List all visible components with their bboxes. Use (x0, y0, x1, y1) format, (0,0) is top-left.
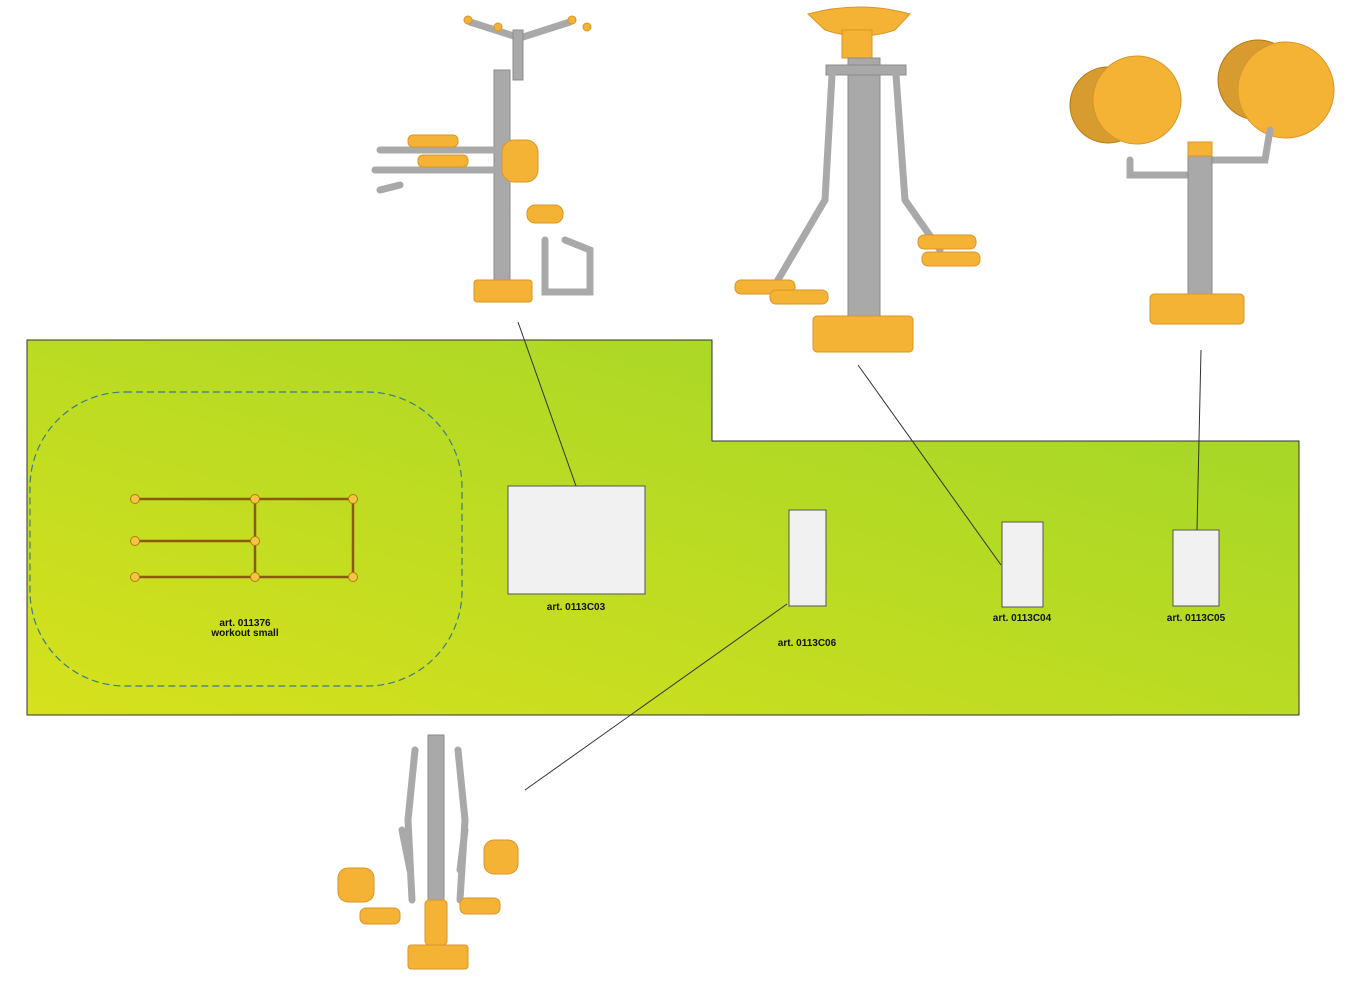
workout-bars-plan (130, 494, 358, 582)
workout-label-name: workout small (210, 628, 278, 639)
equipment-0113c05-illustration (1069, 39, 1335, 325)
zone-0113c04 (1001, 521, 1044, 608)
zone-0113c03 (507, 485, 646, 595)
workout-zone-boundary (29, 391, 463, 687)
equipment-0113c06-illustration (337, 734, 519, 970)
play-area-surface (26, 339, 1300, 716)
zone-0113c05-label: art. 0113C05 (1167, 613, 1226, 624)
workout-label-article: art. 011376 (219, 618, 271, 629)
zone-0113c05 (1172, 529, 1220, 607)
zone-0113c03-label: art. 0113C03 (547, 602, 606, 613)
zone-0113c04-label: art. 0113C04 (993, 613, 1052, 624)
equipment-0113c03-illustration (371, 15, 594, 303)
equipment-0113c04-illustration (734, 6, 981, 353)
leader-lines (517, 321, 1202, 791)
zone-0113c06-label: art. 0113C06 (778, 638, 837, 649)
zone-0113c06 (788, 509, 827, 607)
